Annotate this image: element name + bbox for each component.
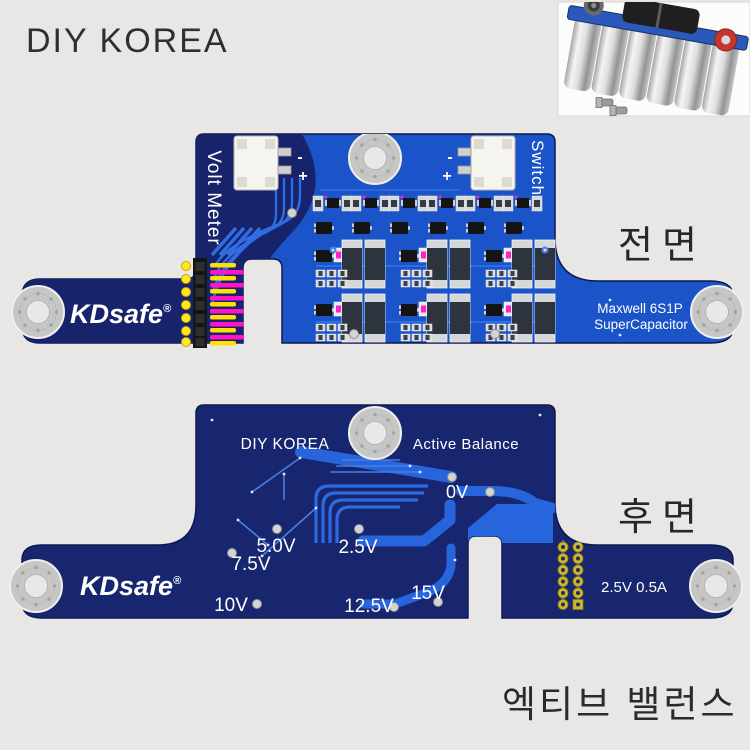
voltage-label-15v: 15V xyxy=(411,583,445,604)
header-solder-pads xyxy=(181,261,191,347)
mounting-hole xyxy=(9,559,63,613)
back-board: DIY KOREA Active Balance 0V 2.5V 5.0V 7.… xyxy=(9,404,743,619)
volt-meter-label: Volt Meter xyxy=(203,150,224,246)
balance-spec-label: 2.5V 0.5A xyxy=(601,579,667,596)
back-traces xyxy=(210,413,580,609)
right-plus-mark: + xyxy=(442,168,451,185)
test-pad xyxy=(490,329,500,339)
mounting-hole xyxy=(348,406,402,460)
capacitor-cell xyxy=(564,17,602,91)
voltage-label-7-5v: 7.5V xyxy=(231,554,270,575)
front-view-label: 전면 xyxy=(618,225,706,267)
test-point xyxy=(485,487,495,497)
capacitor-cell xyxy=(591,22,629,96)
test-pad xyxy=(287,208,297,218)
capacitor-cell xyxy=(619,27,657,101)
supercapacitor-photo xyxy=(557,1,750,117)
via xyxy=(541,246,549,254)
mounting-hole xyxy=(11,285,65,339)
capacitor-cell xyxy=(646,32,684,106)
balance-pin-header xyxy=(181,258,244,348)
back-view-label: 후면 xyxy=(618,497,706,539)
voltage-label-5v: 5.0V xyxy=(256,536,295,557)
voltage-label-12-5v: 12.5V xyxy=(344,596,394,617)
via xyxy=(618,333,622,337)
balance-wires xyxy=(210,263,244,346)
voltage-label-2-5v: 2.5V xyxy=(338,537,377,558)
page-title: DIY KOREA xyxy=(26,22,229,60)
left-minus-mark: - xyxy=(297,149,302,166)
bottom-caption: 엑티브 밸런스 xyxy=(502,684,738,725)
test-point-5v xyxy=(272,524,282,534)
front-board: - + - + Volt Meter Switch xyxy=(11,133,744,348)
model-line1: Maxwell 6S1P xyxy=(597,301,683,316)
balance-output-pads xyxy=(557,541,584,610)
voltage-label-0v: 0V xyxy=(446,482,468,502)
active-balance-label: Active Balance xyxy=(413,436,519,453)
via xyxy=(329,246,337,254)
mounting-hole xyxy=(348,134,402,185)
mounting-hole xyxy=(689,559,743,613)
test-point-2-5v xyxy=(354,524,364,534)
kdsafe-logo-back: KDsafe® xyxy=(80,571,182,601)
capacitor-cell xyxy=(702,41,739,116)
test-pad xyxy=(349,329,359,339)
test-point-0v xyxy=(447,472,457,482)
switch-label: Switch xyxy=(528,140,547,196)
left-plus-mark: + xyxy=(298,168,307,185)
bolts xyxy=(595,97,628,116)
capacitor-cell xyxy=(674,37,712,111)
voltage-label-10v: 10V xyxy=(214,595,248,616)
model-line2: SuperCapacitor xyxy=(594,317,688,332)
kdsafe-logo-front: KDsafe® xyxy=(70,299,172,329)
mounting-hole xyxy=(690,285,744,339)
back-maker-label: DIY KOREA xyxy=(241,436,330,453)
terminal-cover xyxy=(622,2,700,34)
back-board-outline xyxy=(21,404,734,619)
right-minus-mark: - xyxy=(447,149,452,166)
test-point-10v xyxy=(252,599,262,609)
